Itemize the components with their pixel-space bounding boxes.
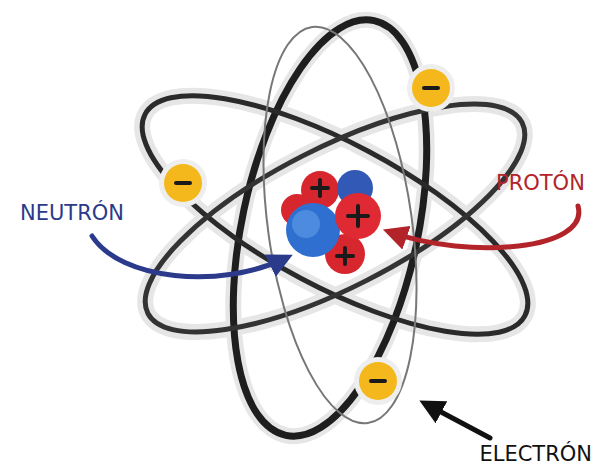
electron-halo	[354, 357, 402, 405]
orbit	[200, 2, 460, 453]
plus-sign	[343, 248, 347, 264]
orbit	[116, 60, 554, 375]
orbit-halo	[116, 60, 554, 375]
electron-halo	[159, 159, 207, 207]
nucleus	[281, 170, 381, 274]
plus-sign	[312, 180, 368, 264]
minus-sign	[176, 181, 190, 185]
orbit-halo	[200, 2, 460, 453]
part-label: NEUTRÓN	[20, 202, 124, 225]
part-label: ELECTRÓN	[479, 443, 592, 466]
electron-halo	[407, 64, 455, 112]
orbits	[111, 2, 558, 453]
electrons	[159, 64, 455, 405]
electron	[359, 362, 397, 400]
minus-sign	[424, 86, 438, 90]
leader-arrow	[426, 404, 490, 438]
orbit-halo	[111, 50, 558, 379]
plus-sign	[318, 180, 322, 196]
leader-arrow	[390, 206, 579, 248]
neutron	[286, 203, 340, 257]
orbit	[111, 50, 558, 379]
electron	[164, 164, 202, 202]
leader-arrow	[92, 236, 286, 277]
electron	[412, 69, 450, 107]
minus-sign	[371, 379, 385, 383]
plus-sign	[356, 206, 360, 226]
proton	[335, 193, 381, 239]
part-label: PROTÓN	[496, 172, 585, 195]
neutron-shine	[292, 210, 320, 238]
orbit-halo	[111, 2, 558, 453]
